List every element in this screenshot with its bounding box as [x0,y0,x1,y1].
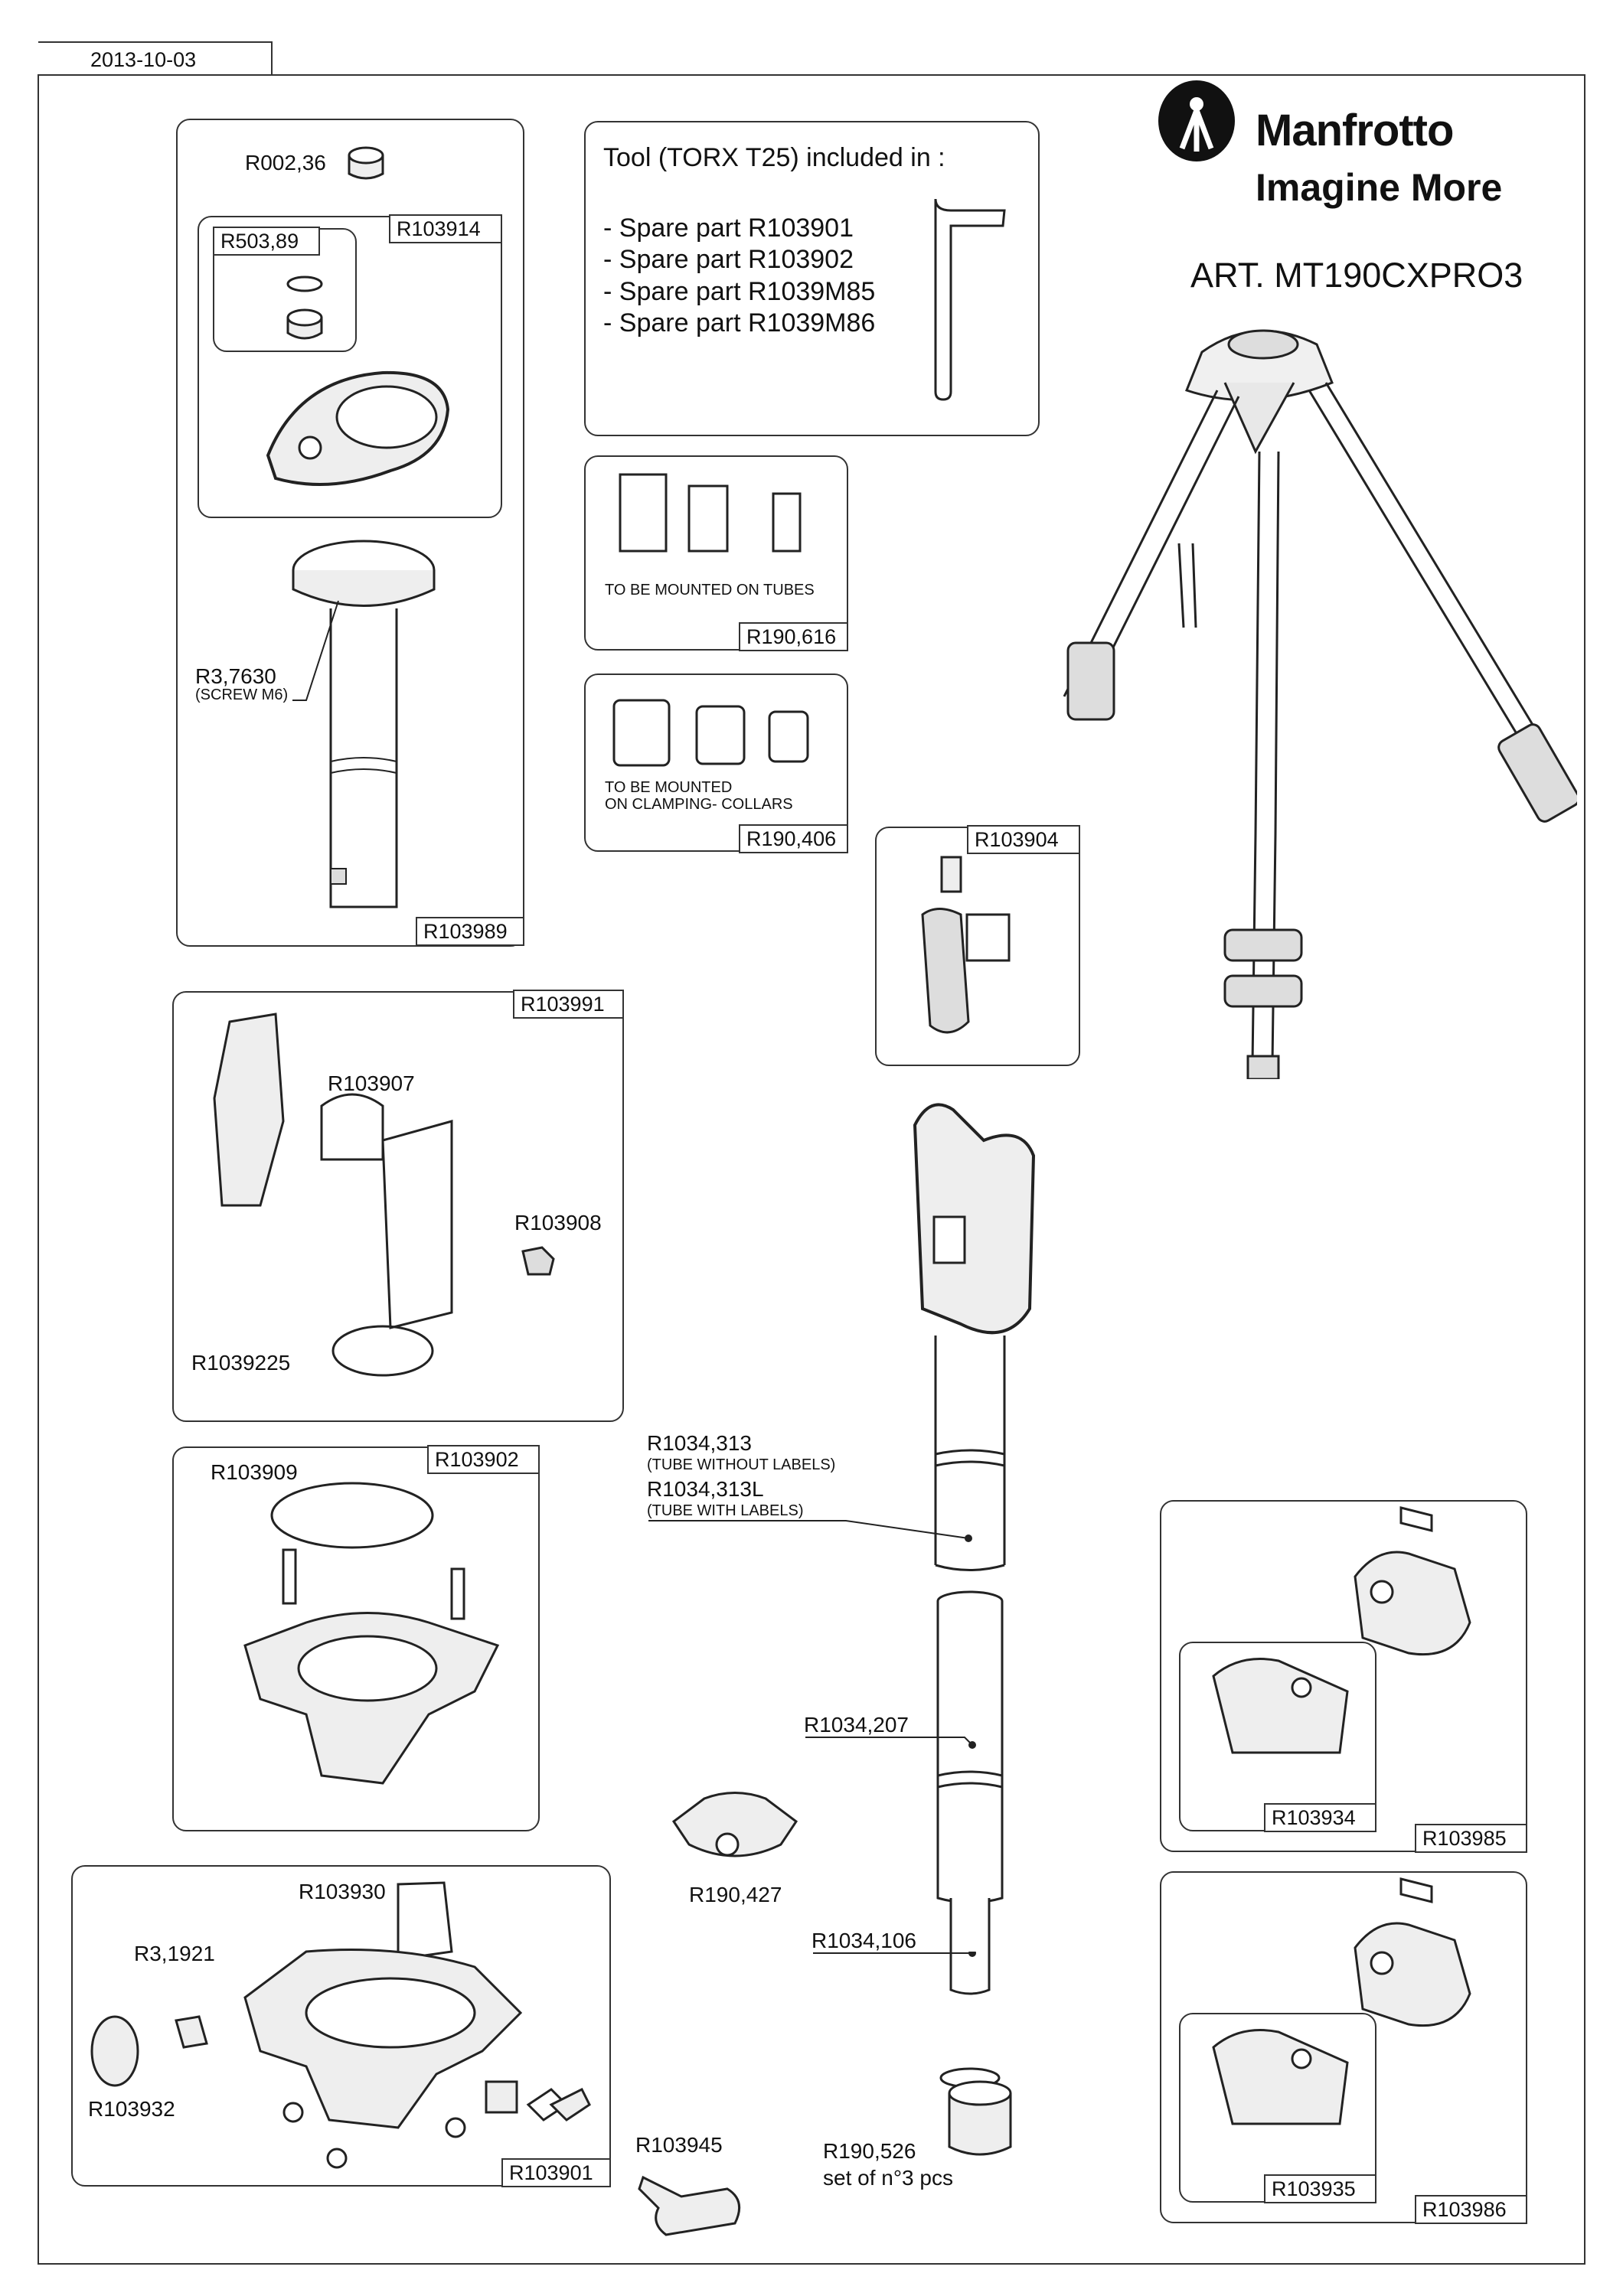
tag-r103986: R103986 [1415,2195,1527,2224]
tube-clips-icon [619,473,802,553]
note-mounted-collars-2: ON CLAMPING- COLLARS [605,796,793,813]
label-r190526: R190,526 [823,2139,916,2163]
label-r103932: R103932 [88,2097,175,2121]
tool-item: - Spare part R103901 [603,214,854,243]
article-number: ART. MT190CXPRO3 [1190,256,1523,295]
hook-plate-icon [266,370,450,486]
label-r103908: R103908 [514,1211,602,1234]
leg-hinge-big-icon [913,1103,1036,1335]
base-casting-icon [90,1881,591,2169]
leg-clamp-upper-icon [1212,1506,1471,1754]
torx-key-icon [934,198,1006,401]
tag-r190406: R190,406 [739,824,848,853]
leader-207 [805,1737,976,1749]
tubes-illustration [934,1336,1006,2089]
tool-item: - Spare part R1039M85 [603,277,876,306]
label-r1034207: R1034,207 [804,1713,909,1737]
label-r31921: R3,1921 [134,1942,215,1965]
note-screw-m6: (SCREW M6) [195,687,289,703]
brand-tagline: Imagine More [1256,166,1503,209]
leg-lock-lever-icon [921,856,1011,1034]
tag-r103935: R103935 [1264,2174,1376,2203]
label-r00236: R002,36 [245,151,326,174]
tag-r50389: R503,89 [213,227,320,256]
tag-r103991: R103991 [513,990,624,1019]
note-mounted-tubes: TO BE MOUNTED ON TUBES [605,582,815,598]
label-r103907: R103907 [328,1071,415,1095]
label-r103909: R103909 [211,1460,298,1484]
collar-part-icon [671,1792,798,1857]
box-r103901 [71,1865,611,2187]
knob-part-icon [638,2175,741,2236]
leg-clamp-lower-icon [1212,1877,1471,2125]
label-r190427: R190,427 [689,1883,782,1906]
screw-leader-line [292,600,339,701]
date-label: 2013-10-03 [90,48,197,71]
tag-r103985: R103985 [1415,1824,1527,1853]
cap-part-icon [348,146,384,180]
tool-item: - Spare part R1039M86 [603,308,876,338]
center-column-icon [292,540,436,908]
label-r1034313l: R1034,313L [647,1477,764,1501]
tag-r103989: R103989 [416,917,524,946]
tag-r103914: R103914 [389,214,502,243]
tripod-illustration [1063,329,1577,1079]
tool-box [584,121,1040,436]
leader-106 [813,1952,976,1957]
tag-r103904: R103904 [967,825,1080,854]
label-r1034106: R1034,106 [812,1929,917,1952]
tool-title: Tool (TORX T25) included in : [603,143,945,172]
note-tube-with-labels: (TUBE WITH LABELS) [647,1502,804,1519]
foot-part-icon [948,2080,1012,2156]
spider-assembly-icon [243,1482,500,1785]
tool-item: - Spare part R103902 [603,245,854,274]
tag-r103934: R103934 [1264,1803,1376,1832]
nut-icon [521,1246,555,1276]
tag-r190616: R190,616 [739,622,848,651]
tag-r103901: R103901 [501,2158,611,2187]
note-tube-without-labels: (TUBE WITHOUT LABELS) [647,1456,836,1473]
label-r1039225: R1039225 [191,1351,291,1375]
label-r103930: R103930 [299,1880,386,1903]
manfrotto-logo-icon [1158,80,1235,161]
label-r37630: R3,7630 [195,664,276,688]
tag-r103902: R103902 [427,1445,540,1474]
label-feet-set: set of n°3 pcs [823,2166,953,2190]
label-r103945: R103945 [635,2133,723,2157]
collar-clips-icon [612,699,809,767]
brand-name: Manfrotto [1256,106,1454,155]
leader-313 [648,1520,972,1542]
note-mounted-collars-1: TO BE MOUNTED [605,779,733,796]
ring-and-bushing-icon [286,276,323,340]
label-r1034313: R1034,313 [647,1431,753,1455]
leg-hinge-parts-icon [213,1013,453,1377]
